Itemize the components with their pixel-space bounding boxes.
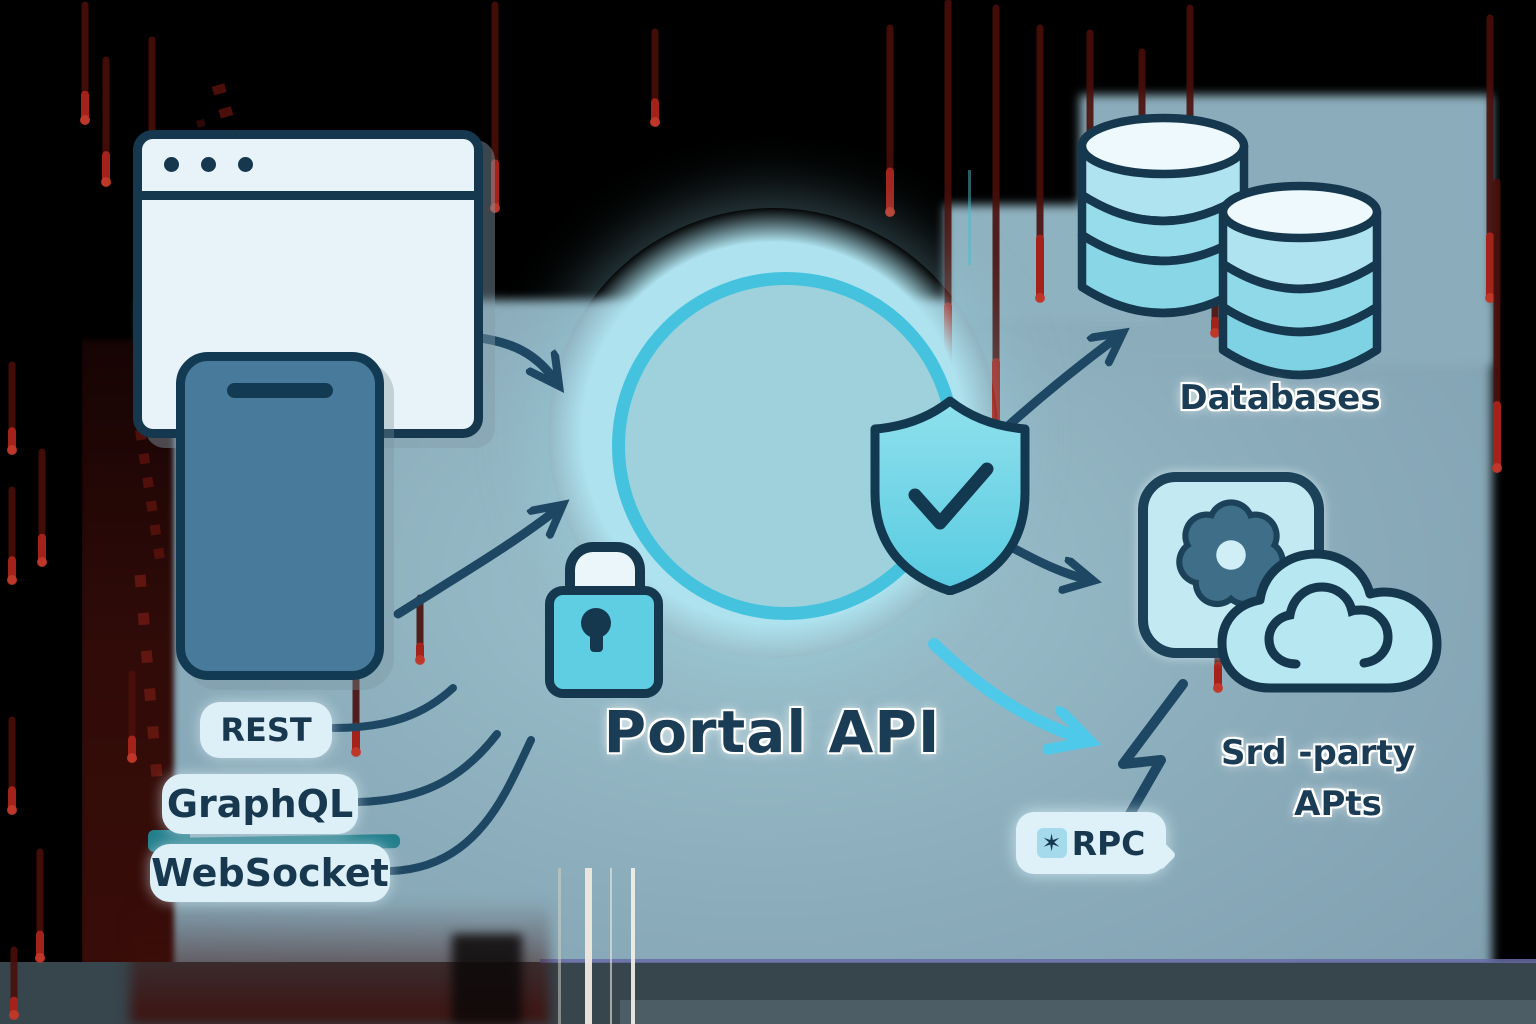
phone-speaker <box>227 383 333 398</box>
window-dot-icon <box>201 157 216 172</box>
light-stripe <box>585 868 592 1024</box>
background-bottom-notch <box>452 934 522 1024</box>
arrow-clients-to-core <box>393 507 560 619</box>
checkmark <box>908 462 994 530</box>
graphql-connector-line <box>355 730 501 806</box>
lock-body <box>545 586 663 698</box>
rpc-badge: ✶ RPC <box>1016 812 1166 874</box>
rpc-star-icon: ✶ <box>1036 828 1067 858</box>
pill-rest-label: REST <box>220 711 312 749</box>
gear-hub <box>1216 540 1246 570</box>
pill-rest: REST <box>200 702 332 758</box>
window-dot-icon <box>238 157 253 172</box>
databases-label: Databases <box>1179 378 1381 418</box>
shield-check-icon <box>870 396 1030 595</box>
third-party-label-line1: Srd -party <box>1220 733 1415 773</box>
page-title: Portal API <box>603 698 941 766</box>
inner-cloud-outline <box>1264 582 1393 669</box>
websocket-connector-line <box>387 736 535 875</box>
window-dot-icon <box>164 157 179 172</box>
pill-websocket-label: WebSocket <box>151 851 389 895</box>
smartphone-icon <box>176 352 384 680</box>
cloud-icon <box>1217 549 1442 693</box>
rpc-label: RPC <box>1071 823 1146 863</box>
keyhole-stem <box>590 630 603 652</box>
database-cylinder-front <box>1218 181 1382 380</box>
pill-websocket: WebSocket <box>150 844 390 902</box>
third-party-label-line2: APts <box>1294 784 1382 824</box>
browser-titlebar <box>142 139 474 200</box>
background-right-strip <box>1500 0 1536 470</box>
cyan-thread <box>968 170 971 265</box>
light-stripe <box>631 868 635 1024</box>
padlock-icon <box>545 542 663 698</box>
pill-graphql: GraphQL <box>162 774 358 834</box>
light-stripe <box>558 868 561 1024</box>
light-stripe <box>610 868 612 1024</box>
arrow-core-to-rpc <box>928 638 1086 740</box>
lightning-bolt-icon <box>1102 679 1188 859</box>
database-stack-icon <box>1077 113 1382 380</box>
rest-connector-line <box>330 684 457 732</box>
pill-graphql-label: GraphQL <box>166 782 354 826</box>
background-purple-line <box>540 959 1536 963</box>
background-bottom-band-light <box>620 1000 1536 1024</box>
